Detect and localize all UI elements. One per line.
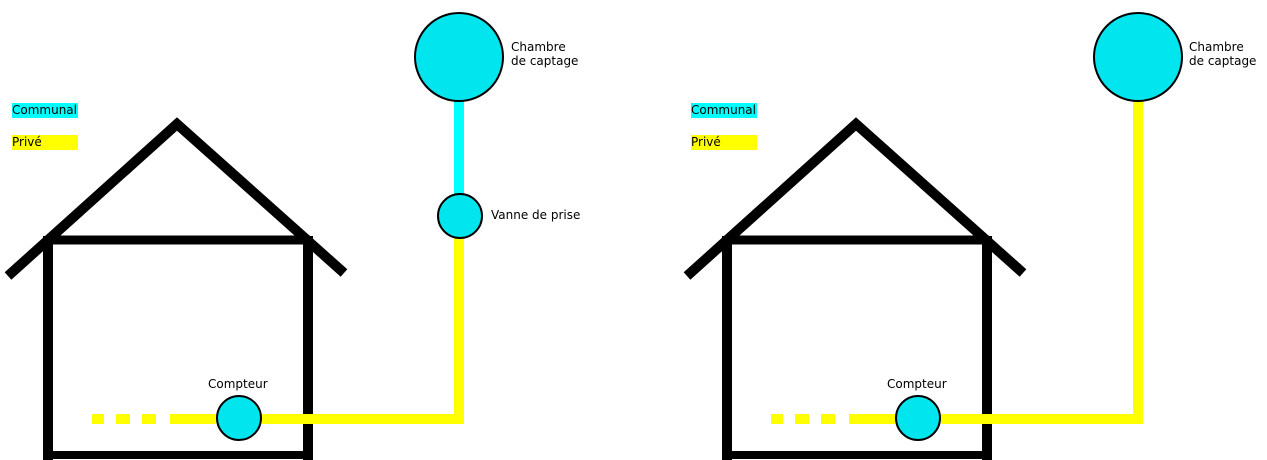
chambre-label-line2-left: de captage [511,54,579,68]
roof-left [4,117,348,280]
diagram-right [683,12,1183,460]
diagram-left [4,12,504,460]
roof-right [683,117,1027,280]
compteur-node-left [216,395,262,441]
chambre-de-captage-node-right [1093,12,1183,102]
chambre-label-left: Chambre de captage [511,40,578,68]
compteur-label-right: Compteur [887,377,947,391]
house-left [4,117,348,460]
chambre-de-captage-node-left [414,12,504,102]
vanne-label-left: Vanne de prise [491,208,581,222]
house-right [683,117,1027,460]
legend-communal-label-left: Communal [12,103,77,117]
legend-communal-right: Communal [691,103,757,118]
vanne-de-prise-node-left [437,193,483,239]
legend-prive-label-left: Privé [12,135,42,149]
legend-prive-label-right: Privé [691,135,721,149]
chambre-label-right: Chambre de captage [1189,40,1256,68]
legend-prive-left: Privé [12,135,78,150]
compteur-node-right [895,395,941,441]
legend-prive-right: Privé [691,135,757,150]
chambre-label-line2-right: de captage [1189,54,1257,68]
prive-pipe-left [262,238,464,424]
legend-communal-label-right: Communal [691,103,756,117]
legend-communal-left: Communal [12,103,78,118]
chambre-label-line1-left: Chambre [511,40,566,54]
chambre-label-line1-right: Chambre [1189,40,1244,54]
compteur-label-left: Compteur [208,377,268,391]
prive-pipe-right [941,100,1143,424]
